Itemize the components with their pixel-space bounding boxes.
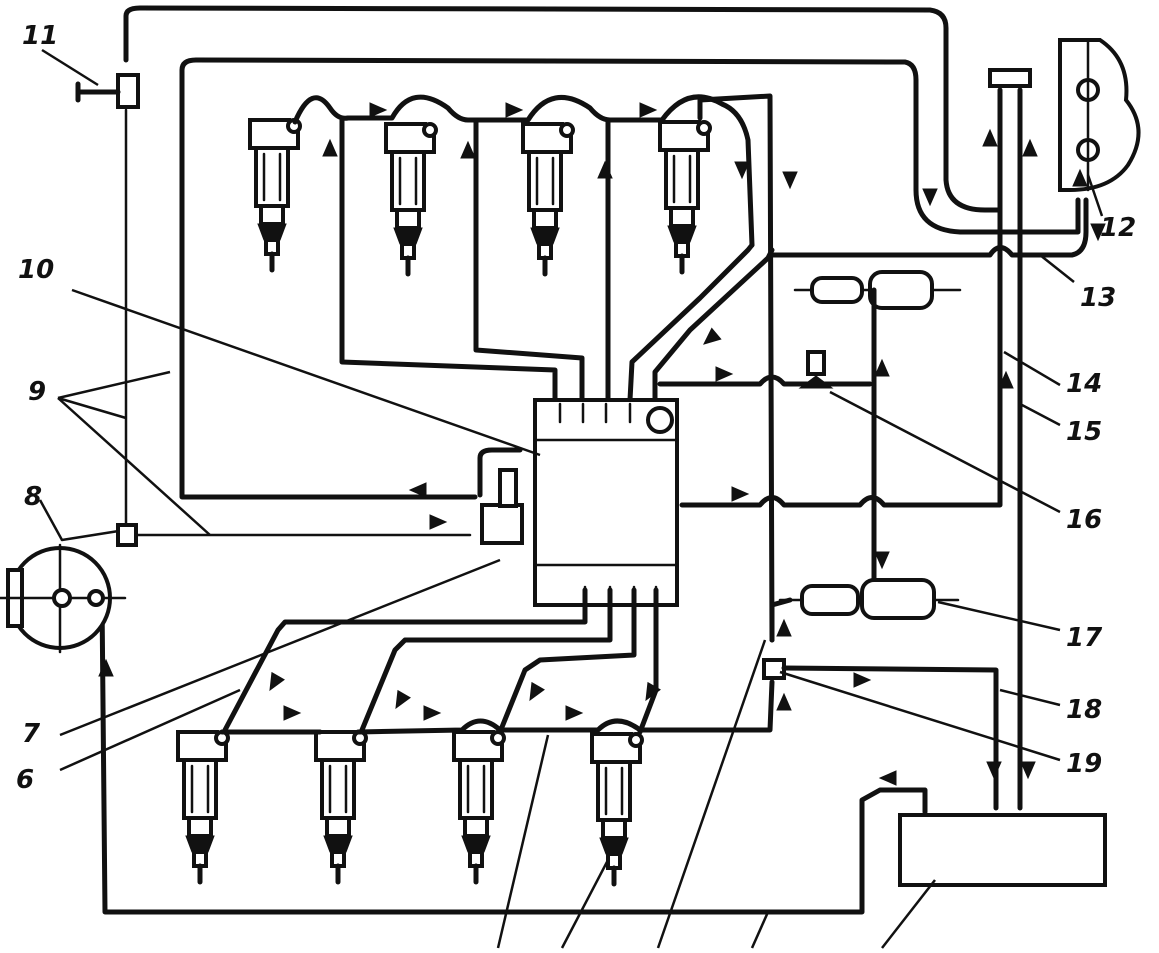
hp-line-lower-1 (222, 587, 588, 733)
valve-19 (762, 658, 999, 811)
hp-line-upper-2 (473, 117, 585, 403)
hp-line-upper-1 (339, 115, 558, 403)
pipe-return-mid (679, 87, 1003, 508)
lower-injector-4 (592, 734, 642, 884)
label-19: 19 (1066, 749, 1102, 779)
turbocharger-12 (988, 38, 1141, 192)
lower-injector-3 (454, 732, 504, 882)
transfer-pump-8 (0, 528, 127, 654)
fine-filter-top (793, 270, 962, 603)
upper-return-line (292, 94, 755, 248)
label-10: 10 (18, 255, 54, 285)
label-11: 11 (22, 21, 58, 51)
fuel-tank (99, 597, 1107, 915)
upper-injector-2 (386, 124, 436, 274)
label-7: 7 (22, 719, 41, 749)
diagonal-return (652, 247, 775, 403)
valve-16 (798, 350, 834, 389)
label-15: 15 (1066, 417, 1102, 447)
label-12: 12 (1100, 213, 1136, 243)
pipe-to-pump-16 (657, 374, 873, 387)
top-loop (123, 5, 1003, 213)
upper-injector-1 (250, 120, 300, 270)
lower-injector-1 (178, 732, 228, 882)
leader-lines (38, 48, 1104, 949)
upper-injector-4 (660, 122, 710, 272)
label-6: 6 (16, 765, 34, 795)
label-17: 17 (1066, 623, 1103, 653)
governor-device (477, 447, 524, 545)
hand-primer-11 (75, 73, 472, 547)
fine-filter-bottom (769, 578, 960, 643)
outer-return-loop (179, 57, 1081, 500)
label-14: 14 (1066, 369, 1102, 399)
upper-injector-3 (523, 124, 573, 274)
label-16: 16 (1066, 505, 1102, 535)
label-13: 13 (1080, 283, 1116, 313)
hp-line-lower-2 (359, 587, 613, 733)
hp-line-lower-3 (497, 587, 637, 735)
pipe-13 (769, 197, 1089, 258)
label-9: 9 (28, 377, 46, 407)
hp-line-upper-4 (697, 93, 775, 643)
label-8: 8 (24, 482, 42, 512)
hp-line-lower-4 (637, 587, 659, 735)
lower-injector-2 (316, 732, 366, 882)
injection-pump (533, 398, 679, 607)
lower-return-line (219, 679, 775, 735)
label-18: 18 (1066, 695, 1102, 725)
hp-line-upper-4b (627, 242, 755, 403)
